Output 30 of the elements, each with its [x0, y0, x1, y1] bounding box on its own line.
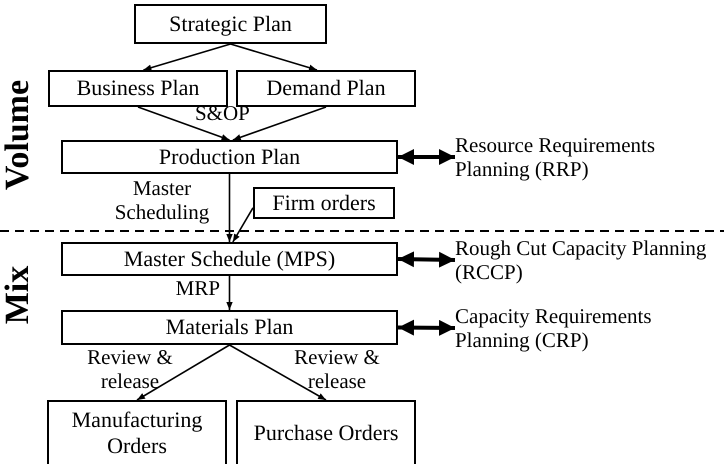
- arrow: [229, 344, 326, 401]
- arrow: [136, 344, 230, 401]
- arrow: [143, 43, 231, 71]
- process-box: Materials Plan: [61, 310, 398, 345]
- process-box: Demand Plan: [236, 70, 416, 107]
- arrow: [232, 207, 254, 242]
- arrow: [138, 106, 230, 141]
- arrow: [398, 149, 455, 165]
- section-label: Mix: [1, 264, 35, 326]
- arrow: [232, 106, 326, 141]
- arrow: [226, 174, 233, 242]
- process-box: Purchase Orders: [236, 400, 416, 464]
- process-box: Firm orders: [253, 187, 395, 219]
- process-box: Master Schedule (MPS): [61, 242, 398, 276]
- arrow: [398, 320, 456, 336]
- arrow: [398, 251, 456, 268]
- edge-label: Master Scheduling: [114, 176, 210, 224]
- planning-label: Rough Cut Capacity Planning (RCCP): [455, 233, 710, 287]
- planning-label: Resource Requirements Planning (RRP): [455, 130, 710, 184]
- edge-label: Review & release: [86, 345, 174, 394]
- process-box: Manufacturing Orders: [47, 400, 227, 464]
- edge-label: MRP: [174, 276, 220, 300]
- arrow: [226, 276, 233, 310]
- process-box: Business Plan: [48, 70, 228, 107]
- process-box: Strategic Plan: [134, 4, 327, 44]
- edge-label: Review & release: [293, 345, 381, 394]
- arrow: [230, 43, 318, 71]
- process-box: Production Plan: [61, 140, 398, 174]
- planning-label: Capacity Requirements Planning (CRP): [455, 301, 710, 355]
- section-label: Volume: [1, 78, 35, 192]
